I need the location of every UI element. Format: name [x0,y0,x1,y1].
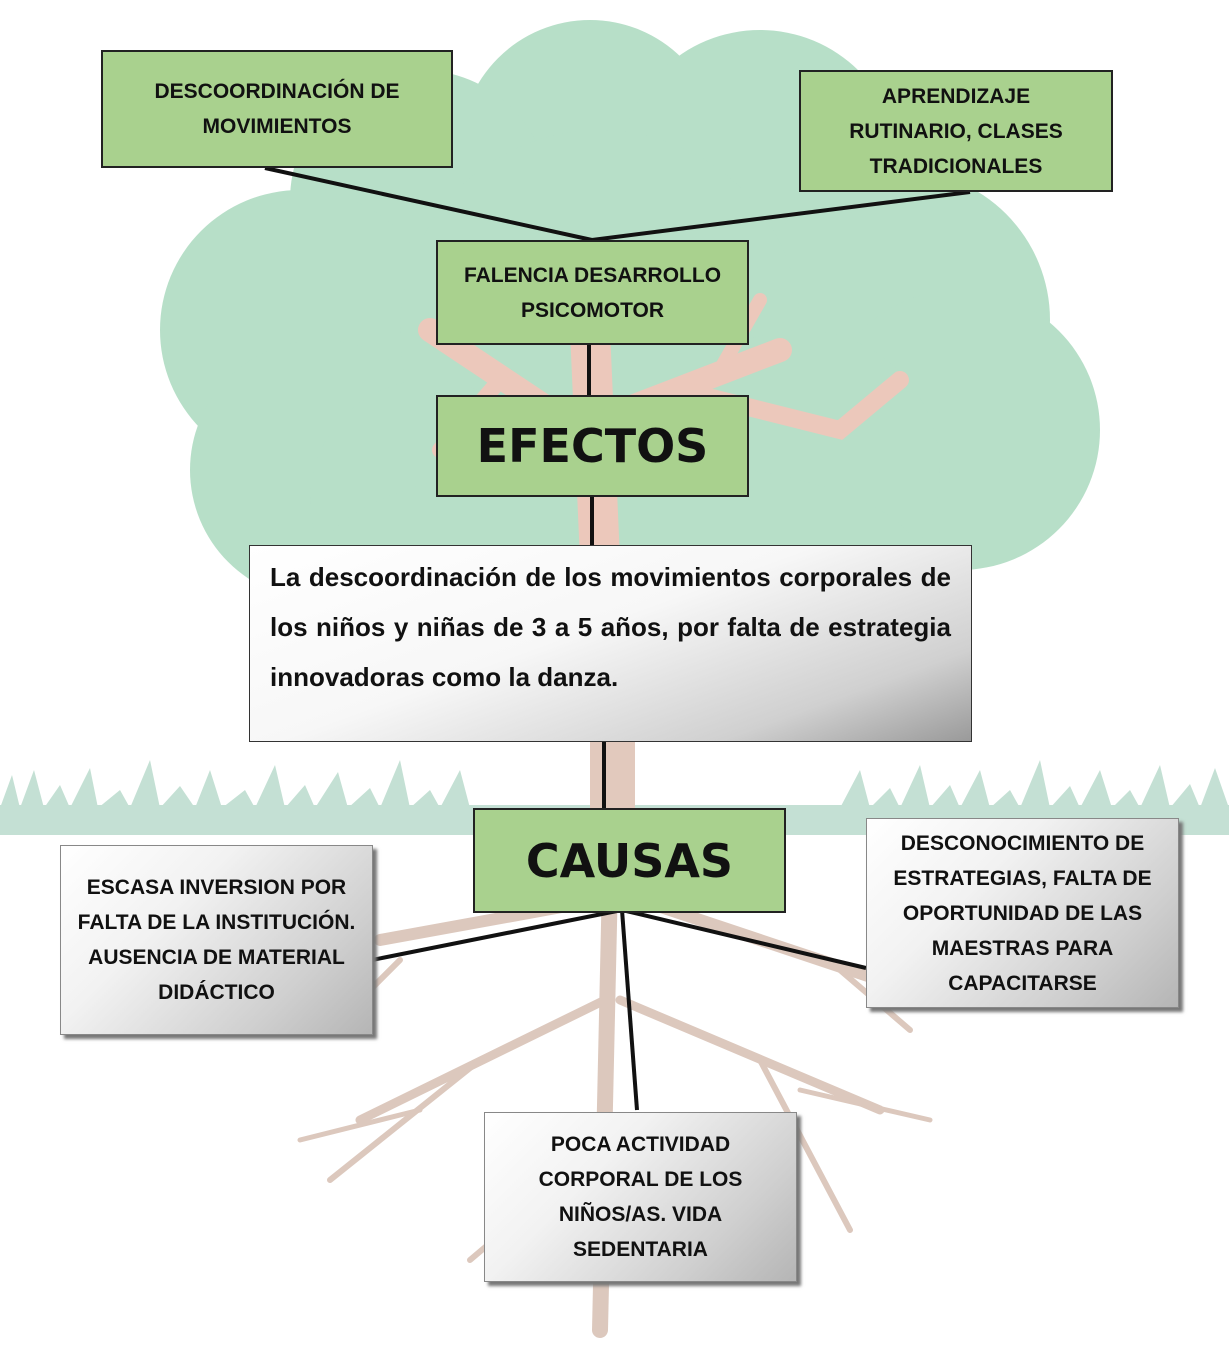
cause-text-desconocimiento: DESCONOCIMIENTO DE ESTRATEGIAS, FALTA DE… [893,831,1152,995]
line-effect-left-to-center [264,166,593,242]
line-causas-to-left [371,908,623,962]
effect-text-falencia: FALENCIA DESARROLLO PSICOMOTOR [463,263,722,322]
effect-text-aprendizaje: APRENDIZAJE RUTINARIO, CLASES TRADICIONA… [849,84,1063,178]
cause-box-desconocimiento: DESCONOCIMIENTO DE ESTRATEGIAS, FALTA DE… [866,818,1179,1008]
cause-box-poca-actividad: POCA ACTIVIDAD CORPORAL DE LOS NIÑOS/AS.… [484,1112,797,1282]
effect-box-descoordinacion: DESCOORDINACIÓN DE MOVIMIENTOS [101,50,453,168]
efectos-heading: EFECTOS [476,419,709,473]
causas-heading-box: CAUSAS [473,808,786,913]
effect-box-aprendizaje: APRENDIZAJE RUTINARIO, CLASES TRADICIONA… [799,70,1113,192]
causas-heading: CAUSAS [525,833,734,888]
effect-text-descoordinacion: DESCOORDINACIÓN DE MOVIMIENTOS [154,80,400,138]
cause-box-escasa-inversion: ESCASA INVERSION POR FALTA DE LA INSTITU… [60,845,373,1035]
effect-box-falencia: FALENCIA DESARROLLO PSICOMOTOR [436,240,749,345]
cause-text-escasa-inversion: ESCASA INVERSION POR FALTA DE LA INSTITU… [77,876,356,1004]
cause-text-poca-actividad: POCA ACTIVIDAD CORPORAL DE LOS NIÑOS/AS.… [538,1133,743,1261]
central-problem-text: La descoordinación de los movimientos co… [270,562,951,692]
efectos-heading-box: EFECTOS [436,395,749,497]
central-problem-box: La descoordinación de los movimientos co… [249,545,972,742]
line-causas-to-right [621,908,867,970]
line-causas-to-bottom [620,909,639,1111]
line-effect-right-to-center [591,190,971,242]
